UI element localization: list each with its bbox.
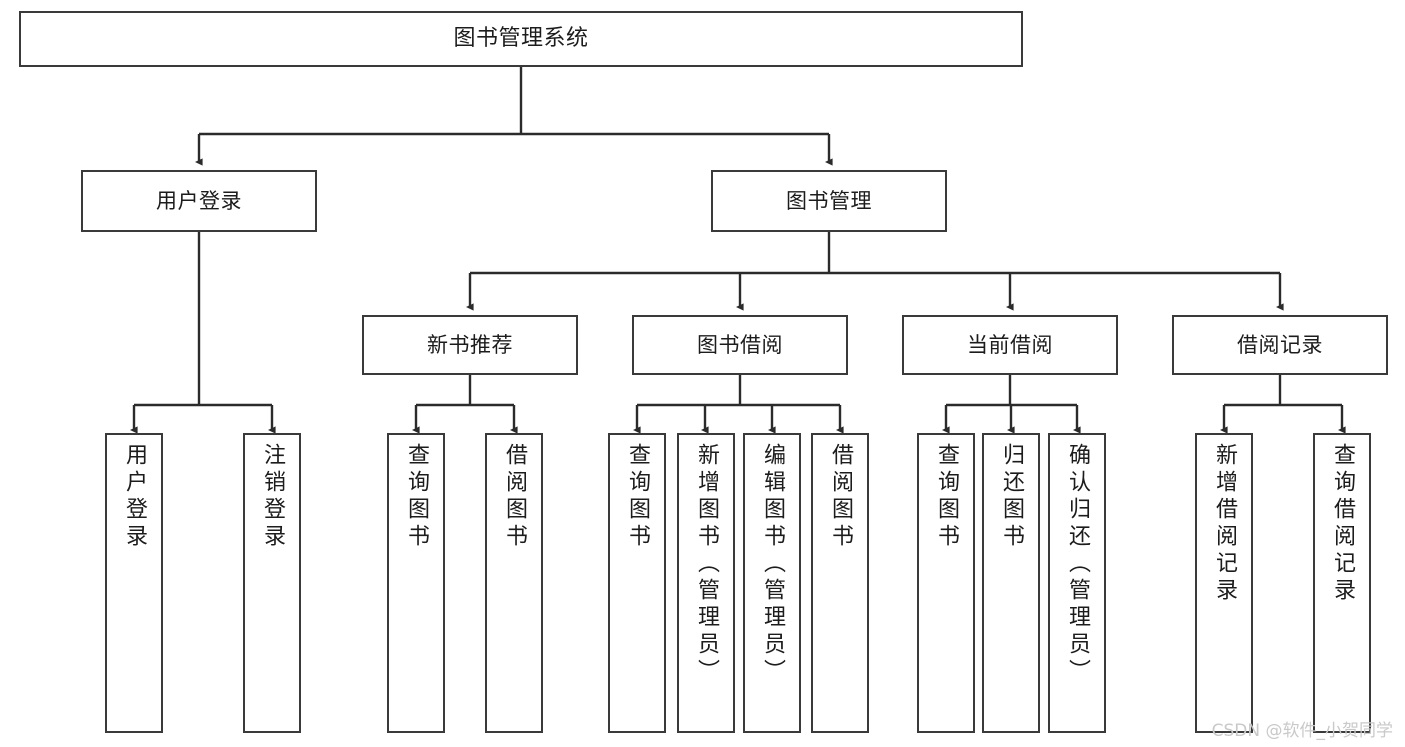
node-user-login[interactable]: 用户登录 <box>81 170 317 232</box>
leaf-user-login-login[interactable]: 用户登录 <box>105 433 163 733</box>
node-label: 归还图书 <box>999 443 1024 551</box>
leaf-current-borrow-confirm-return-admin[interactable]: 确认归还（管理员） <box>1048 433 1106 733</box>
leaf-current-borrow-query-book[interactable]: 查询图书 <box>917 433 975 733</box>
node-label: 查询图书 <box>934 443 959 551</box>
leaf-book-borrow-edit-book-admin[interactable]: 编辑图书（管理员） <box>743 433 801 733</box>
node-label: 用户登录 <box>122 443 147 551</box>
leaf-current-borrow-return-book[interactable]: 归还图书 <box>982 433 1040 733</box>
node-new-book-recommendation[interactable]: 新书推荐 <box>362 315 578 375</box>
node-label: 当前借阅 <box>967 332 1053 357</box>
node-label: 查询图书 <box>625 443 650 551</box>
node-label: 新增图书（管理员） <box>694 443 719 686</box>
leaf-borrow-record-add-record[interactable]: 新增借阅记录 <box>1195 433 1253 733</box>
node-label: 借阅图书 <box>828 443 853 551</box>
node-label: 新书推荐 <box>427 332 513 357</box>
leaf-book-borrow-borrow-book[interactable]: 借阅图书 <box>811 433 869 733</box>
node-label: 借阅图书 <box>502 443 527 551</box>
node-label: 确认归还（管理员） <box>1065 443 1090 686</box>
node-label: 注销登录 <box>260 443 285 551</box>
node-current-borrow[interactable]: 当前借阅 <box>902 315 1118 375</box>
node-label: 用户登录 <box>156 188 242 213</box>
watermark: CSDN @软件_小贺同学 <box>1211 721 1393 741</box>
node-label: 查询借阅记录 <box>1330 443 1355 605</box>
leaf-book-borrow-query-book[interactable]: 查询图书 <box>608 433 666 733</box>
leaf-user-login-logout[interactable]: 注销登录 <box>243 433 301 733</box>
node-label: 图书借阅 <box>697 332 783 357</box>
node-label: 借阅记录 <box>1237 332 1323 357</box>
leaf-new-book-borrow-book[interactable]: 借阅图书 <box>485 433 543 733</box>
node-label: 编辑图书（管理员） <box>760 443 785 686</box>
node-borrow-record[interactable]: 借阅记录 <box>1172 315 1388 375</box>
node-label: 新增借阅记录 <box>1212 443 1237 605</box>
node-book-management[interactable]: 图书管理 <box>711 170 947 232</box>
leaf-book-borrow-add-book-admin[interactable]: 新增图书（管理员） <box>677 433 735 733</box>
node-label: 查询图书 <box>404 443 429 551</box>
leaf-new-book-query-book[interactable]: 查询图书 <box>387 433 445 733</box>
node-book-borrow[interactable]: 图书借阅 <box>632 315 848 375</box>
node-label: 图书管理 <box>786 188 872 213</box>
leaf-borrow-record-query-record[interactable]: 查询借阅记录 <box>1313 433 1371 733</box>
node-root-book-management-system[interactable]: 图书管理系统 <box>19 11 1023 67</box>
node-label: 图书管理系统 <box>453 26 589 52</box>
